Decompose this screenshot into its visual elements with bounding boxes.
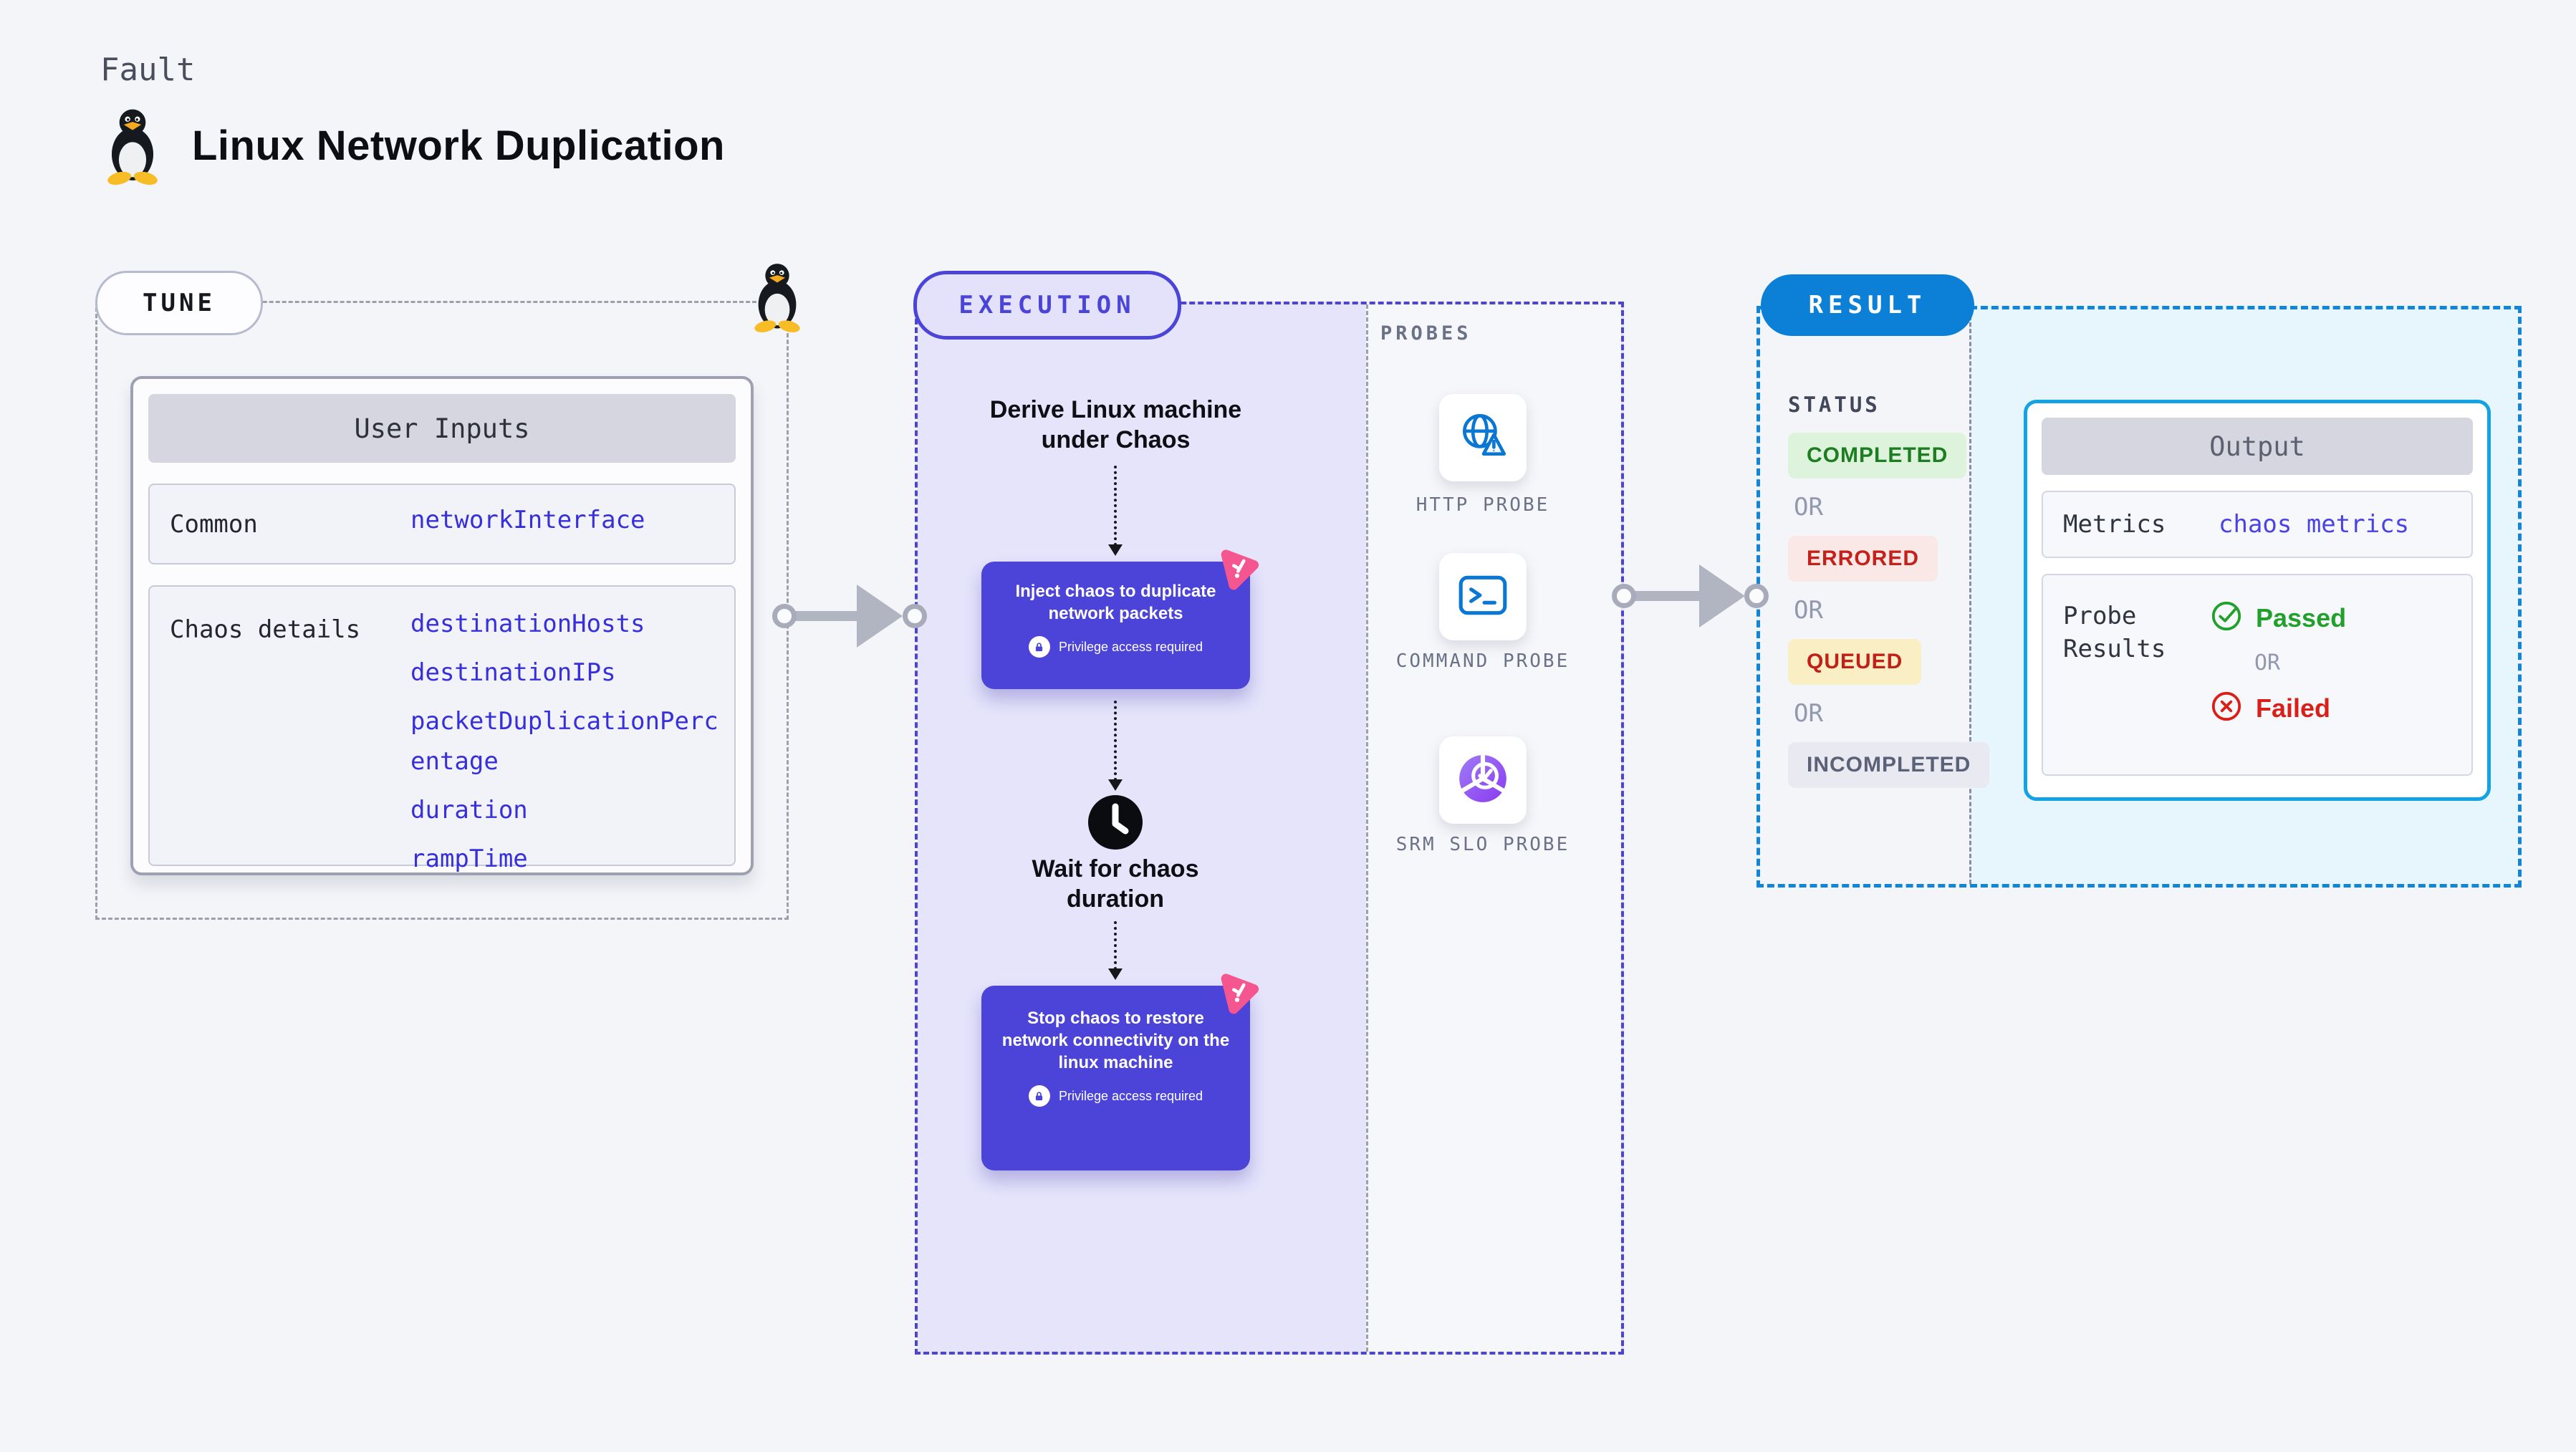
execution-pill: EXECUTION (913, 271, 1181, 340)
failed-result: Failed (2210, 690, 2330, 726)
step-title: Stop chaos to restore network connectivi… (1001, 1009, 1230, 1072)
tune-to-execution-arrow (792, 611, 866, 621)
result-pill: RESULT (1761, 274, 1974, 336)
privilege-label: Privilege access required (1058, 639, 1203, 654)
tux-penguin-icon (97, 106, 168, 185)
globe-warning-icon (1455, 408, 1511, 468)
param-value: duration (410, 796, 528, 824)
status-badge-completed: COMPLETED (1788, 433, 1967, 479)
lock-icon (1028, 1085, 1050, 1107)
row-values: networkInterface (410, 500, 726, 549)
step-stop-chaos: Stop chaos to restore network connectivi… (981, 973, 1259, 1170)
user-inputs-card: User Inputs Common networkInterface Chao… (130, 376, 754, 875)
status-column: STATUS COMPLETED OR ERRORED OR QUEUED OR… (1788, 393, 1990, 788)
param-value: destinationHosts (410, 610, 645, 638)
step-derive-machine: Derive Linux machine under Chaos (989, 396, 1242, 453)
row-label: Common (170, 509, 258, 539)
step-inject-chaos: Inject chaos to duplicate network packet… (981, 549, 1259, 689)
connector-node-icon (903, 604, 927, 628)
param-value: packetDuplicationPercentage (410, 707, 719, 776)
param-value: rampTime (410, 845, 528, 873)
command-probe-label: COMMAND PROBE (1395, 650, 1570, 672)
failed-label: Failed (2256, 693, 2331, 723)
arrow-head-icon (857, 585, 903, 648)
clock-icon (1088, 795, 1143, 850)
user-inputs-title: User Inputs (148, 394, 736, 463)
probe-results-label: Probe Results (2063, 602, 2166, 663)
tune-pill: TUNE (95, 271, 263, 335)
param-value: destinationIPs (410, 658, 616, 687)
privilege-note: Privilege access required (981, 1085, 1250, 1124)
srm-slo-probe-label: SRM SLO PROBE (1395, 834, 1570, 855)
http-probe-card (1439, 394, 1527, 481)
probes-divider (1366, 304, 1368, 1352)
status-badge-queued: QUEUED (1788, 639, 1922, 685)
execution-to-result-arrow (1631, 591, 1703, 601)
metrics-value: chaos metrics (2219, 510, 2410, 539)
flow-connector-arrow (1108, 701, 1123, 791)
x-circle-icon (2210, 690, 2243, 726)
status-badge-errored: ERRORED (1788, 536, 1938, 582)
row-label: Chaos details (170, 615, 361, 644)
tux-penguin-icon (745, 261, 809, 332)
user-input-row-chaos-details: Chaos details destinationHosts destinati… (148, 585, 736, 873)
connector-node-icon (772, 604, 797, 628)
metrics-label: Metrics (2063, 510, 2166, 539)
terminal-icon (1455, 567, 1511, 627)
slo-pie-check-icon (1455, 751, 1511, 810)
step-wait-duration: Wait for chaos duration (1032, 855, 1199, 913)
user-input-row-common: Common networkInterface (148, 484, 736, 564)
connector-node-icon (1744, 584, 1769, 608)
privilege-label: Privilege access required (1058, 1088, 1203, 1103)
or-separator: OR (1794, 699, 1823, 728)
flow-connector-arrow (1108, 466, 1123, 556)
probe-results-values: Passed OR Failed (2210, 600, 2346, 726)
http-probe-label: HTTP PROBE (1416, 494, 1550, 516)
probe-results-row: Probe Results Passed OR Failed (2042, 574, 2473, 776)
passed-label: Passed (2256, 602, 2347, 633)
or-separator: OR (2254, 650, 2281, 675)
fault-kicker: Fault (100, 52, 196, 88)
page-title: Linux Network Duplication (192, 122, 725, 169)
srm-slo-probe-card (1439, 736, 1527, 824)
status-output-divider (1969, 309, 1971, 884)
privilege-note: Privilege access required (981, 636, 1250, 675)
step-title: Inject chaos to duplicate network packet… (1015, 582, 1216, 623)
output-card: Output Metrics chaos metrics Probe Resul… (2024, 400, 2491, 801)
flow-connector-arrow (1108, 921, 1123, 980)
row-values: destinationHosts destinationIPs packetDu… (410, 587, 726, 888)
param-value: networkInterface (410, 505, 645, 534)
check-circle-icon (2210, 600, 2243, 636)
lock-icon (1028, 636, 1050, 658)
status-title: STATUS (1788, 393, 1880, 417)
chaos-spark-icon (1215, 968, 1264, 1016)
chaos-spark-icon (1215, 544, 1264, 592)
connector-node-icon (1612, 584, 1636, 608)
passed-result: Passed (2210, 600, 2346, 636)
arrow-head-icon (1699, 564, 1745, 628)
output-title: Output (2042, 418, 2473, 475)
title-row: Linux Network Duplication (97, 106, 725, 185)
command-probe-card (1439, 553, 1527, 640)
status-badge-incompleted: INCOMPLETED (1788, 742, 1990, 788)
metrics-row: Metrics chaos metrics (2042, 491, 2473, 558)
or-separator: OR (1794, 493, 1823, 521)
probes-title: PROBES (1380, 322, 1472, 345)
or-separator: OR (1794, 596, 1823, 625)
